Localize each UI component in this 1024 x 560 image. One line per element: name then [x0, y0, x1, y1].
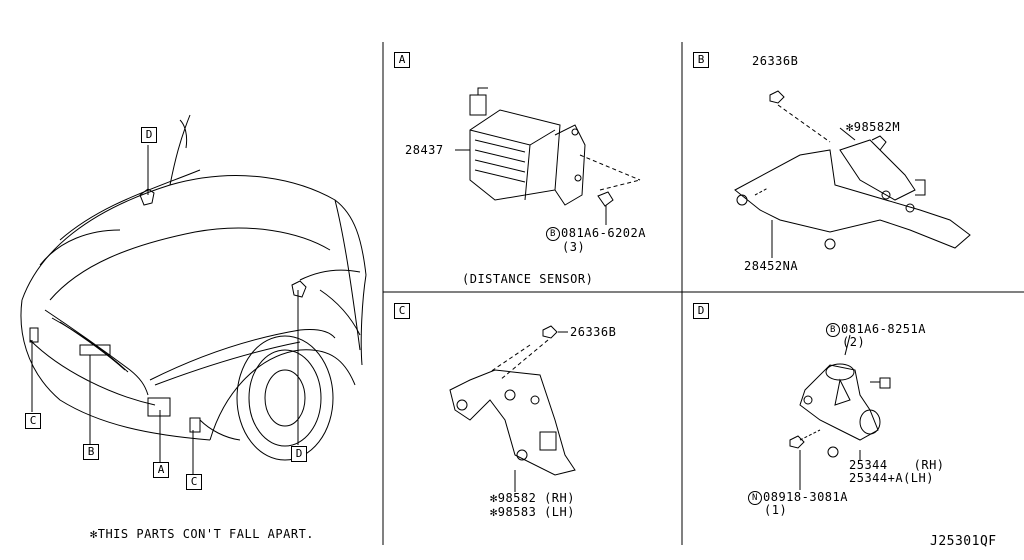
- bolt-d-part: 081A6-8251A: [841, 322, 926, 336]
- part-98582-rh-text: 98582 (RH): [497, 491, 575, 505]
- bolt-a-part: 081A6-6202A: [561, 226, 646, 240]
- part-28437: 28437: [405, 143, 444, 157]
- footnote: ✻THIS PARTS CON'T FALL APART.: [90, 527, 315, 541]
- bracket-c-drawing: [449, 325, 576, 492]
- callout-c-left: C: [25, 413, 41, 429]
- car-illustration: [20, 114, 367, 461]
- part-25344-side: (RH): [913, 458, 945, 472]
- nut-d-part: 08918-3081A: [763, 490, 848, 504]
- part-98582-rh: ✻98582 (RH): [490, 491, 575, 505]
- panel-c-letter: C: [394, 303, 410, 319]
- callout-d-right: D: [291, 446, 307, 462]
- callout-d-hood: D: [141, 127, 157, 143]
- part-26336b-c: 26336B: [570, 325, 617, 339]
- part-98582m: ✻98582M: [846, 120, 900, 134]
- distance-sensor-drawing: [455, 87, 641, 225]
- star-marker-c2: ✻: [490, 505, 498, 519]
- part-25344-rh: 25344 (RH): [849, 458, 945, 472]
- part-98582m-number: 98582M: [853, 120, 901, 134]
- part-26336b-b: 26336B: [752, 54, 799, 68]
- bolt-marker-a: B: [546, 226, 560, 241]
- callout-c-bottom: C: [186, 474, 202, 490]
- panel-dividers: [382, 42, 1024, 545]
- part-28452na: 28452NA: [744, 259, 799, 273]
- nut-marker-d: N: [748, 490, 762, 505]
- actuator-drawing: [734, 90, 971, 258]
- bolt-d-qty: (2): [842, 335, 866, 349]
- callout-b: B: [83, 444, 99, 460]
- part-98583-lh-text: 98583 (LH): [497, 505, 575, 519]
- panel-d-letter: D: [693, 303, 709, 319]
- part-98583-lh: ✻98583 (LH): [490, 505, 575, 519]
- car-callout-leaders: [31, 145, 299, 475]
- nut-d-qty: (1): [764, 503, 788, 517]
- bolt-marker-d: B: [826, 322, 840, 337]
- panel-a-letter: A: [394, 52, 410, 68]
- part-25344-number: 25344: [849, 458, 888, 472]
- callout-a: A: [153, 462, 169, 478]
- distance-sensor-caption: (DISTANCE SENSOR): [462, 272, 594, 286]
- diagram-code: J25301QF: [930, 534, 997, 549]
- panel-b-letter: B: [693, 52, 709, 68]
- star-marker-b: ✻: [846, 120, 854, 134]
- sensor-d-drawing: [789, 334, 891, 490]
- bolt-a-qty: (3): [562, 240, 586, 254]
- part-25344-lh: 25344+A(LH): [849, 471, 934, 485]
- star-marker-c1: ✻: [490, 491, 498, 505]
